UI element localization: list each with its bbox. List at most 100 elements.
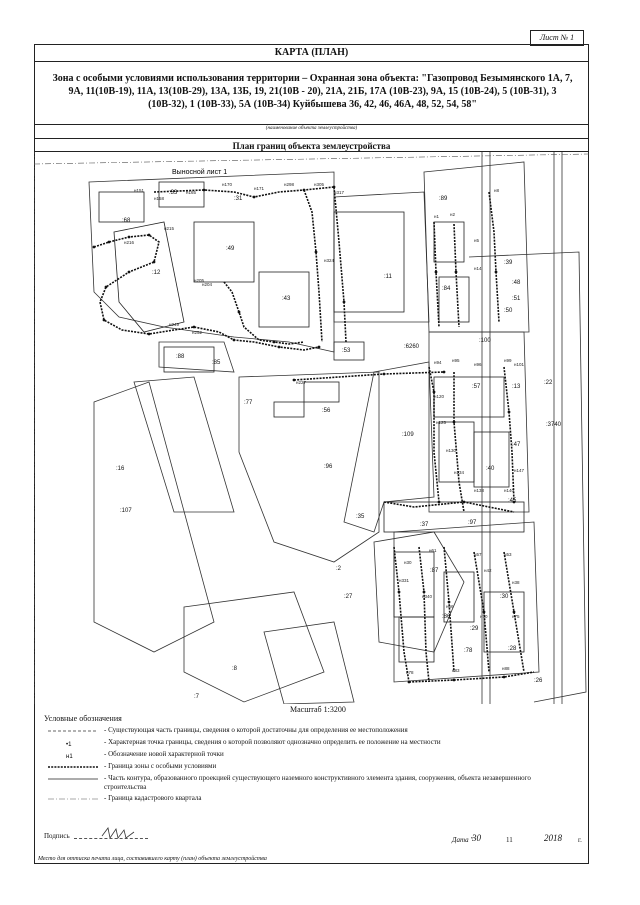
inset-label: Выносной лист 1 — [172, 168, 227, 176]
document-title: КАРТА (ПЛАН) — [34, 44, 589, 62]
point-label: н120 — [434, 394, 444, 399]
point-label: н5 — [474, 238, 479, 243]
point-label: н95 — [452, 358, 460, 363]
point-label: н331 — [399, 578, 409, 583]
point-label: н227 — [296, 380, 306, 385]
point-label: н57 — [474, 552, 482, 557]
point-label: н75 — [512, 614, 520, 619]
point-label: н158 — [154, 196, 164, 201]
point-label: н249 — [169, 322, 179, 327]
point-label: н205 — [194, 278, 204, 283]
legend-text: - Часть контура, образованного проекцией… — [104, 774, 531, 791]
dot-point-symbol: •1 — [66, 742, 72, 748]
point-label: н134 — [454, 470, 464, 475]
point-label: н101 — [514, 362, 524, 367]
date-label: Дата " — [452, 836, 474, 844]
parcel-label: :68 — [122, 218, 131, 224]
parcel-label: :28 — [508, 646, 517, 652]
legend-item: - Граница зоны с особыми условиями — [44, 762, 584, 774]
parcel-label: :96 — [324, 464, 333, 470]
legend-item: - Граница кадастрового квартала — [44, 794, 584, 806]
parcel-outlines — [88, 152, 587, 704]
point-label: н53 — [504, 552, 512, 557]
scale-label: Масштаб 1:3200 — [290, 705, 346, 714]
point-label: н2 — [450, 212, 455, 217]
zone-description: Зона с особыми условиями использования т… — [52, 73, 573, 110]
new-point-icon: н1 — [66, 754, 73, 760]
point-label: н88 — [502, 666, 510, 671]
contour-line-icon — [48, 778, 98, 780]
signature-line — [74, 838, 148, 839]
parcel-label: :40 — [486, 466, 495, 472]
legend-item: - Существующая часть границы, сведения о… — [44, 726, 584, 738]
parcel-label: :85 — [212, 360, 221, 366]
parcel-label: :16 — [116, 466, 125, 472]
parcel-label: :39 — [504, 260, 513, 266]
parcel-label: :12 — [152, 270, 161, 276]
zone-boundary — [93, 186, 535, 683]
plan-title: План границ объекта землеустройства — [34, 138, 589, 152]
point-label: н38 — [512, 580, 520, 585]
legend-text: - Существующая часть границы, сведения о… — [104, 726, 408, 734]
legend: - Существующая часть границы, сведения о… — [44, 726, 584, 806]
date-month: 11 — [506, 836, 513, 844]
parcel-label: :2 — [336, 566, 342, 572]
point-label: н99 — [504, 358, 512, 363]
parcel-label: :87 — [430, 568, 439, 574]
point-label: н1 — [434, 214, 439, 219]
point-label: н125 — [436, 420, 446, 425]
parcel-labels: :33:31:68:12:49:43:11:89:84:50:6260:100:… — [116, 190, 562, 700]
date-suffix: г. — [578, 836, 582, 844]
zone-underline — [34, 124, 589, 125]
parcel-label: :31 — [234, 196, 243, 202]
parcel-label: :29 — [470, 626, 479, 632]
point-label: н151 — [134, 188, 144, 193]
point-label: н165 — [186, 190, 196, 195]
dashed-line-icon — [48, 730, 98, 732]
point-label: н140 — [504, 488, 514, 493]
legend-text: - Обозначение новой характерной точки — [104, 750, 224, 758]
parcel-label: :97 — [468, 520, 477, 526]
legend-text: - Граница кадастрового квартала — [104, 794, 202, 802]
parcel-label: :100 — [479, 338, 491, 344]
document-frame — [34, 44, 589, 864]
point-label: н252 — [192, 330, 202, 335]
point-label: н94 — [434, 360, 442, 365]
parcel-label: :51 — [512, 296, 521, 302]
parcel-label: :22 — [544, 380, 553, 386]
parcel-label: :33 — [169, 190, 178, 196]
date-day: 30 — [472, 833, 481, 843]
parcel-label: :57 — [472, 384, 481, 390]
parcel-label: :37 — [420, 522, 429, 528]
parcel-label: :30 — [500, 594, 509, 600]
signature-label: Подпись — [44, 832, 70, 840]
legend-item: •1 - Характерная точка границы, сведения… — [44, 738, 584, 750]
parcel-label: :27 — [344, 594, 353, 600]
parcel-label: :89 — [439, 196, 448, 202]
point-label: н305 — [314, 182, 324, 187]
dot-point-icon: •1 — [66, 742, 72, 748]
parcel-label: :48 — [512, 280, 521, 286]
point-label: н130 — [446, 448, 456, 453]
point-label: н215 — [164, 226, 174, 231]
point-label: н8 — [494, 188, 499, 193]
point-label: н42 — [484, 568, 492, 573]
parcel-label: :84 — [442, 286, 451, 292]
parcel-label: :88 — [176, 354, 185, 360]
point-label: н170 — [222, 182, 232, 187]
parcel-label: :77 — [244, 400, 253, 406]
point-label: н14 — [474, 266, 482, 271]
legend-title: Условные обозначения — [44, 714, 122, 723]
date-year: 2018 — [544, 833, 562, 843]
signature-scribble-icon — [101, 827, 135, 840]
point-label: н147 — [514, 468, 524, 473]
cadastral-map[interactable]: Выносной лист 1 :33:31:68:12:49:43:11:89… — [34, 152, 589, 704]
point-label: н30 — [404, 560, 412, 565]
zone-line-icon — [48, 766, 98, 768]
parcel-label: :11 — [384, 274, 393, 280]
parcel-label: :3740 — [546, 422, 562, 428]
legend-item: - Часть контура, образованного проекцией… — [44, 774, 584, 794]
parcel-label: :49 — [226, 246, 235, 252]
legend-text: - Характерная точка границы, сведения о … — [104, 738, 441, 746]
